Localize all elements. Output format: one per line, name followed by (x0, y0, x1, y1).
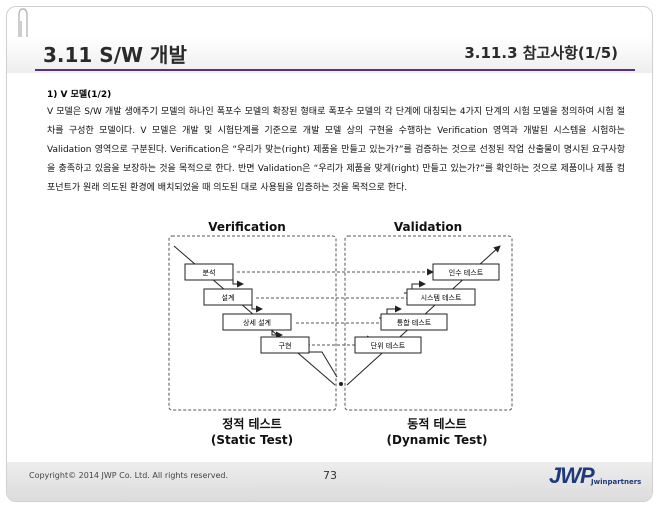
dev-stage-analysis: 분석 (184, 263, 234, 281)
dynamic-test-kr: 동적 테스트 (407, 417, 467, 431)
dynamic-test-en: (Dynamic Test) (386, 433, 488, 447)
slide: 3.11 S/W 개발 3.11.3 참고사항(1/5) 1) V 모델(1/2… (6, 6, 653, 502)
copyright-text: Copyright© 2014 JWP Co. Ltd. All rights … (29, 471, 229, 480)
static-test-label: 정적 테스트 (Static Test) (187, 416, 317, 448)
dev-stage-implementation: 구현 (260, 336, 310, 354)
svg-text:인수 테스트: 인수 테스트 (449, 268, 484, 277)
dynamic-test-label: 동적 테스트 (Dynamic Test) (367, 416, 507, 448)
verification-frame (168, 235, 337, 411)
page-number: 73 (323, 469, 337, 482)
validation-frame (344, 235, 513, 411)
dev-stage-design: 설계 (203, 288, 253, 306)
v-model-diagram: 분석 설계 상세 설계 구현 인수 테스트 시스템 테스트 통합 테스트 (168, 235, 513, 411)
section-paragraph: V 모델은 S/W 개발 생애주기 모델의 하나인 폭포수 모델의 확장된 형태… (47, 107, 625, 193)
header-divider (35, 69, 635, 71)
verification-label: Verification (208, 220, 286, 234)
static-test-en: (Static Test) (210, 433, 294, 447)
jwp-logo-subtext: Jwinpartners (591, 478, 642, 486)
dev-stage-detailed-design: 상세 설계 (222, 313, 292, 331)
jwp-logo: JWP (549, 463, 595, 488)
test-stage-unit: 단위 테스트 (354, 336, 422, 354)
footer-band (7, 462, 652, 501)
svg-text:상세 설계: 상세 설계 (243, 318, 271, 327)
validation-label: Validation (393, 220, 463, 234)
svg-text:시스템 테스트: 시스템 테스트 (421, 294, 462, 302)
svg-text:통합 테스트: 통합 테스트 (397, 318, 432, 327)
static-test-kr: 정적 테스트 (222, 417, 282, 431)
test-stage-integration: 통합 테스트 (380, 313, 448, 331)
svg-text:구현: 구현 (279, 342, 292, 350)
page-title: 3.11 S/W 개발 (43, 43, 187, 67)
svg-text:분석: 분석 (203, 268, 216, 277)
test-stage-acceptance: 인수 테스트 (432, 263, 500, 281)
svg-text:설계: 설계 (222, 293, 235, 302)
svg-text:단위 테스트: 단위 테스트 (371, 341, 406, 350)
test-stage-system: 시스템 테스트 (406, 288, 476, 306)
page-subtitle: 3.11.3 참고사항(1/5) (464, 44, 618, 62)
section-heading: 1) V 모델(1/2) (47, 90, 112, 100)
header-band (7, 37, 652, 73)
v-vertex-dot (339, 382, 343, 386)
